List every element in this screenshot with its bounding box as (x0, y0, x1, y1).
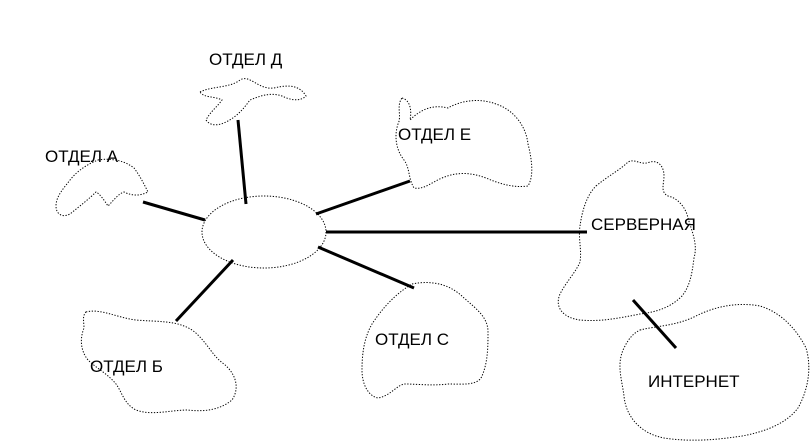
link-hub-otdel-a (142, 200, 206, 222)
link-hub-otdel-e (315, 179, 411, 216)
label-otdel-d: ОТДЕЛ Д (209, 50, 283, 69)
cloud-otdel-c (361, 282, 489, 399)
cloud-otdel-e (395, 97, 533, 189)
cloud-otdel-a (55, 158, 149, 217)
label-servernaya: СЕРВЕРНАЯ (591, 215, 696, 234)
label-otdel-b: ОТДЕЛ Б (90, 357, 163, 376)
hub-switch (201, 195, 327, 269)
cloud-otdel-d (199, 78, 307, 126)
cloud-internet (619, 303, 810, 441)
link-hub-otdel-d (236, 119, 248, 205)
cloud-servernaya (557, 160, 696, 321)
label-otdel-c: ОТДЕЛ С (375, 330, 449, 349)
label-otdel-e: ОТДЕЛ Е (398, 125, 471, 144)
label-internet: ИНТЕРНЕТ (648, 372, 740, 391)
label-otdel-a: ОТДЕЛ А (45, 147, 119, 166)
link-hub-otdel-b (174, 258, 235, 323)
link-servernaya-internet (631, 298, 678, 350)
link-hub-otdel-c (317, 245, 415, 290)
